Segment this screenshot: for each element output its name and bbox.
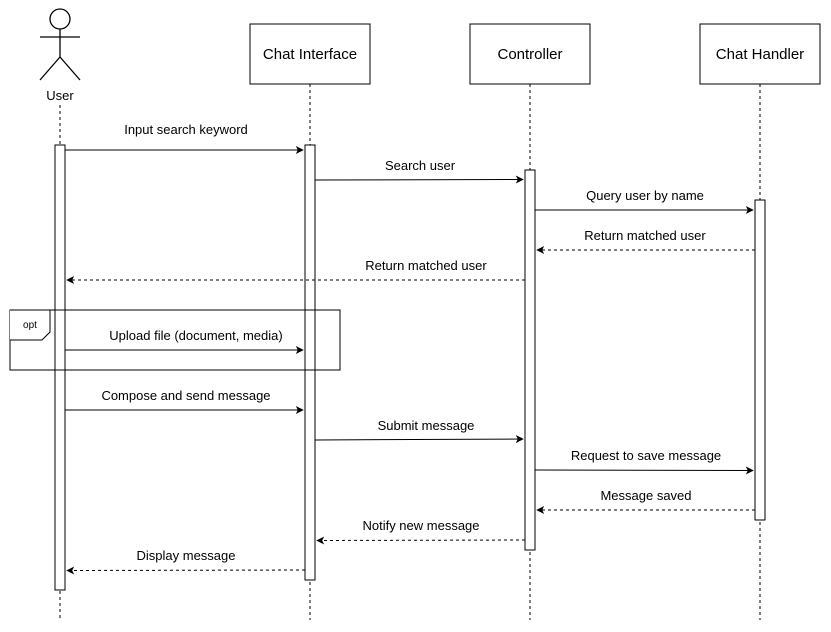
message-label-12: Display message	[137, 548, 236, 563]
message-label-4: Return matched user	[584, 228, 706, 243]
message-label-7: Compose and send message	[101, 388, 270, 403]
message-label-3: Query user by name	[586, 188, 704, 203]
message-arrow-11	[316, 536, 526, 545]
activation-chat-handler	[754, 199, 766, 521]
message-label-9: Request to save message	[571, 448, 721, 463]
actor-label-user: User	[46, 88, 74, 103]
message-arrow-9	[534, 466, 754, 475]
message-label-11: Notify new message	[362, 518, 479, 533]
participant-label-chat-handler: Chat Handler	[716, 46, 804, 63]
message-label-8: Submit message	[378, 418, 475, 433]
message-arrow-8	[314, 435, 524, 444]
opt-fragment-label: opt	[23, 320, 37, 331]
participant-label-controller: Controller	[497, 46, 562, 63]
message-label-5: Return matched user	[365, 258, 487, 273]
user-actor-icon	[39, 8, 81, 81]
message-arrow-12	[66, 566, 306, 575]
message-label-1: Input search keyword	[124, 122, 248, 137]
participant-box-chat-handler	[699, 23, 821, 85]
participant-label-chat-interface: Chat Interface	[263, 46, 357, 63]
participant-box-controller	[469, 23, 591, 85]
participant-box-chat-interface	[249, 23, 371, 85]
message-arrow-2	[314, 175, 524, 184]
message-label-2: Search user	[385, 158, 456, 173]
activation-chat-interface	[304, 144, 316, 581]
activation-user	[54, 144, 66, 591]
activation-controller	[524, 169, 536, 551]
message-label-6: Upload file (document, media)	[109, 328, 282, 343]
message-label-10: Message saved	[600, 488, 691, 503]
opt-fragment-tab	[10, 309, 51, 341]
